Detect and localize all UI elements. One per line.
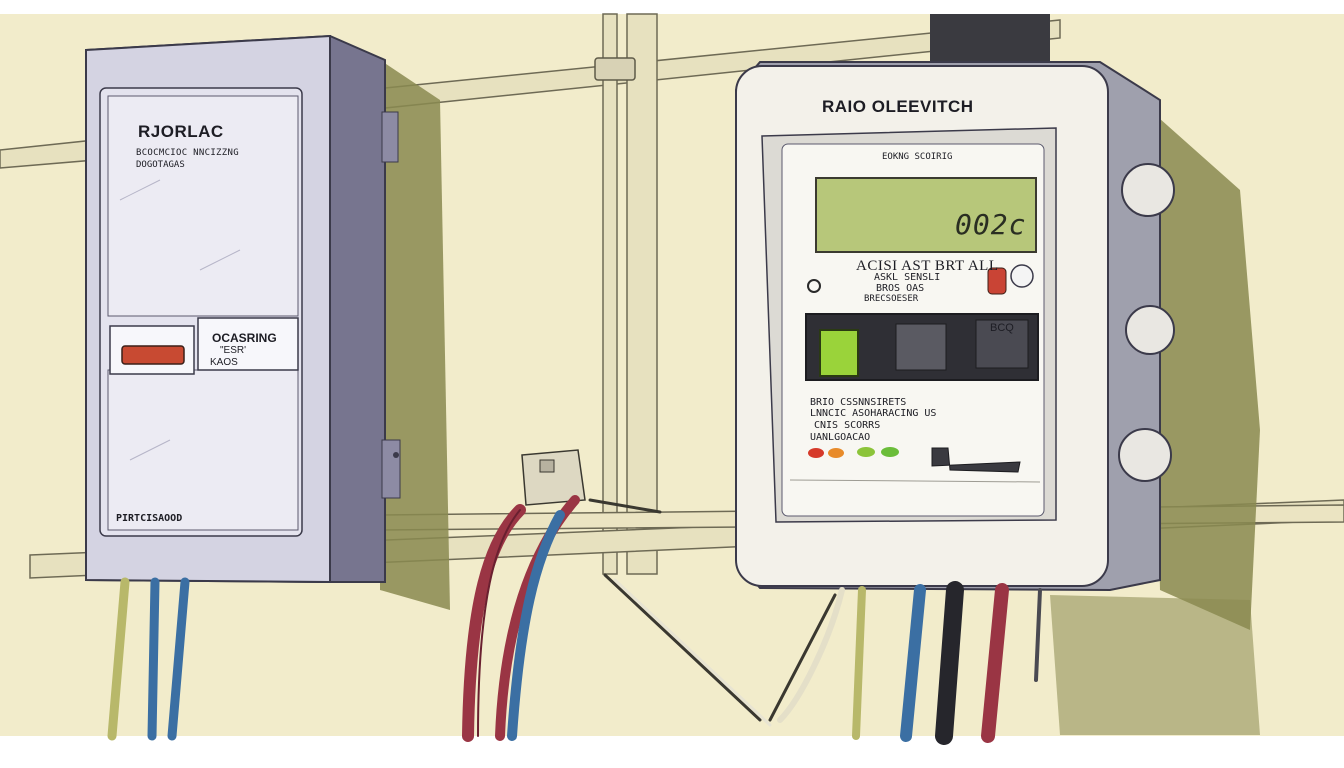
side-knobs xyxy=(1118,163,1175,482)
right-box-shadow xyxy=(1150,110,1260,630)
indicator-leds xyxy=(808,447,899,458)
right-panel-mid-line-2: ASKL SENSLI xyxy=(874,272,941,283)
right-panel-mid-line-3: BROS OAS xyxy=(876,283,925,294)
right-panel-mid-line-1: ACISI AST BRT ALL xyxy=(856,258,999,274)
left-panel-line-1: BCOCMCIOC NNCIZZNG xyxy=(136,148,239,158)
junction-box xyxy=(521,449,586,506)
right-cables xyxy=(777,581,1042,745)
right-meter-box xyxy=(735,61,1175,592)
left-cables xyxy=(107,577,190,741)
breaker-label-2: "ESR' xyxy=(220,345,247,356)
left-meter-box xyxy=(85,34,401,584)
lcd-screen xyxy=(815,177,1037,253)
floor-shadow xyxy=(1050,595,1260,735)
lcd-reading: 002c xyxy=(955,208,1027,241)
ceiling-bracket xyxy=(930,14,1050,64)
right-panel-mid-line-4: BRECSOESER xyxy=(864,294,919,304)
right-panel-title: RAIO OLEEVITCH xyxy=(822,97,974,116)
green-button xyxy=(819,329,859,377)
breaker-label-3: KAOS xyxy=(210,357,238,368)
right-panel-lower-line-2: LNNCIC ASOHARACING US xyxy=(810,408,937,419)
button-key-label: BCQ xyxy=(990,322,1014,334)
left-panel-title: RJORLAC xyxy=(138,122,224,141)
top-margin xyxy=(0,0,1344,14)
conduit-clamp xyxy=(594,57,636,81)
right-panel-lower-line-1: BRIO CSSNNSIRETS xyxy=(810,397,907,408)
breaker-label-1: OCASRING xyxy=(212,331,277,345)
display-header: EOKNG SCOIRIG xyxy=(882,152,953,162)
left-panel-footer: PIRTCISAOOD xyxy=(116,513,183,524)
toggle-lever xyxy=(931,447,1021,473)
bottom-margin xyxy=(0,736,1344,768)
red-indicator xyxy=(987,267,1007,295)
right-panel-lower-line-3: CNIS SCORRS xyxy=(814,420,881,431)
right-panel-lower-line-4: UANLGOACAO xyxy=(810,432,871,443)
center-cables xyxy=(462,495,837,742)
left-panel-line-2: DOGOTAGAS xyxy=(136,160,185,170)
breaker-switch xyxy=(121,345,185,365)
